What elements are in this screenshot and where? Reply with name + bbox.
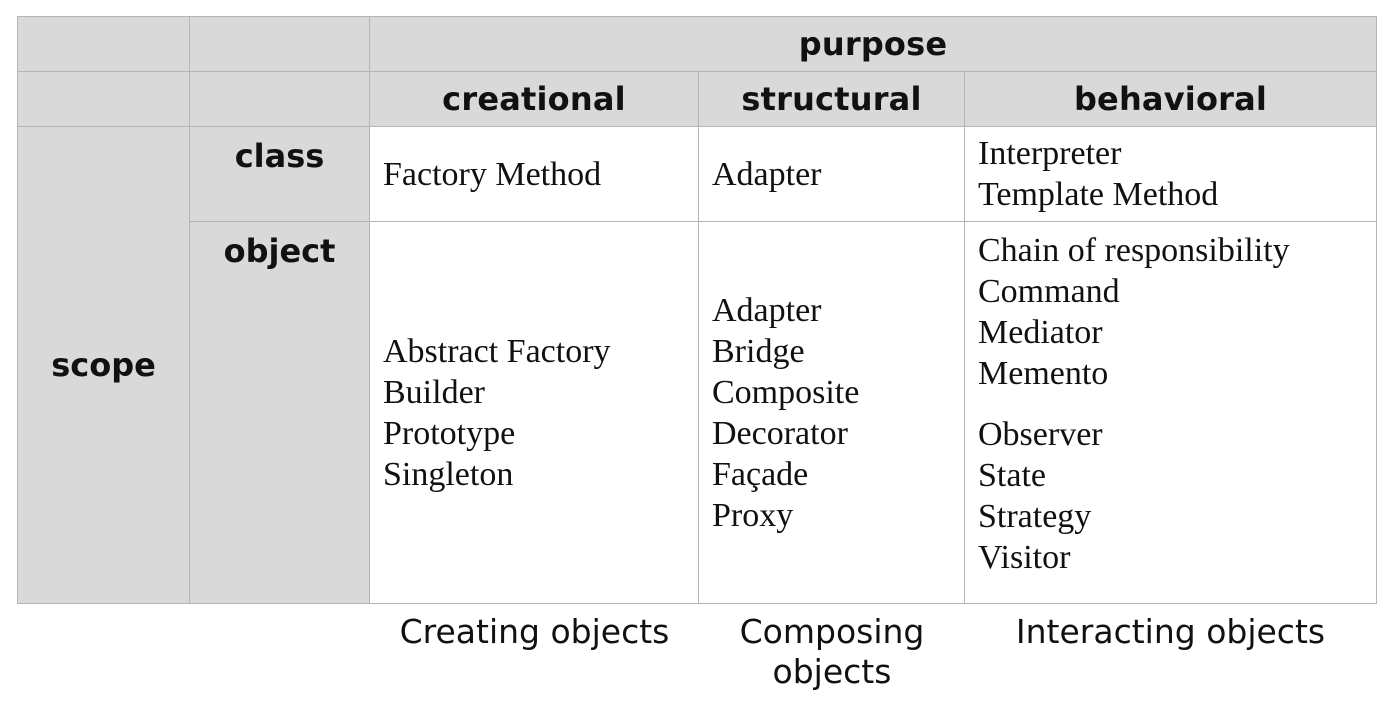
cell-object-creational: Abstract Factory Builder Prototype Singl…	[369, 221, 699, 604]
pattern-name: Mediator	[978, 314, 1103, 352]
table-row-object: object Abstract Factory Builder Prototyp…	[18, 221, 1378, 604]
pattern-name: Bridge	[712, 332, 805, 370]
caption-structural: Composing objects	[699, 612, 965, 692]
cell-class-behavioral: Interpreter Template Method	[963, 126, 1378, 223]
pattern-name: Command	[978, 273, 1120, 311]
corner-cell	[17, 15, 190, 73]
pattern-name: Template Method	[978, 176, 1219, 214]
caption-behavioral: Interacting objects	[1015, 612, 1326, 651]
pattern-name: Adapter	[712, 291, 822, 329]
caption-structural-line: objects	[772, 652, 892, 691]
corner-cell	[189, 15, 370, 73]
pattern-name: Memento	[978, 355, 1109, 393]
pattern-name: Abstract Factory	[383, 332, 611, 370]
cell-class-structural: Adapter	[698, 126, 965, 223]
corner-cell	[17, 71, 190, 128]
pattern-name: State	[978, 457, 1046, 495]
pattern-name: Singleton	[383, 455, 514, 493]
category-header-row: creational structural behavioral	[17, 71, 1378, 128]
spacer	[978, 394, 1376, 414]
caption-creational: Creating objects	[399, 612, 670, 651]
pattern-name: Builder	[383, 373, 485, 411]
purpose-header-row: purpose	[17, 15, 1378, 73]
purpose-header: purpose	[368, 15, 1378, 73]
pattern-name: Decorator	[712, 414, 848, 452]
pattern-name: Interpreter	[978, 135, 1122, 173]
column-header-structural: structural	[698, 71, 965, 128]
corner-cell	[189, 71, 370, 128]
caption-structural-line: Composing	[739, 612, 925, 651]
pattern-name: Factory Method	[383, 155, 602, 193]
column-header-creational: creational	[369, 71, 699, 128]
column-header-behavioral: behavioral	[963, 71, 1378, 128]
scope-header: scope	[17, 126, 190, 604]
pattern-name: Adapter	[712, 155, 822, 193]
pattern-name: Visitor	[978, 539, 1071, 577]
pattern-name: Composite	[712, 373, 860, 411]
design-patterns-table: purpose creational structural behavioral…	[17, 15, 1378, 604]
cell-object-behavioral: Chain of responsibility Command Mediator…	[963, 221, 1378, 604]
pattern-name: Strategy	[978, 498, 1092, 536]
pattern-name: Proxy	[712, 496, 794, 534]
pattern-name: Chain of responsibility	[978, 232, 1290, 270]
table-row-class: scope class Factory Method Adapter Inter…	[17, 126, 1378, 604]
cell-object-structural: Adapter Bridge Composite Decorator Façad…	[698, 221, 965, 604]
pattern-name: Observer	[978, 416, 1103, 454]
pattern-name: Façade	[712, 455, 809, 493]
pattern-name: Prototype	[383, 414, 516, 452]
cell-class-creational: Factory Method	[369, 126, 699, 223]
row-header-class: class	[189, 126, 370, 223]
row-header-object: object	[189, 221, 370, 604]
